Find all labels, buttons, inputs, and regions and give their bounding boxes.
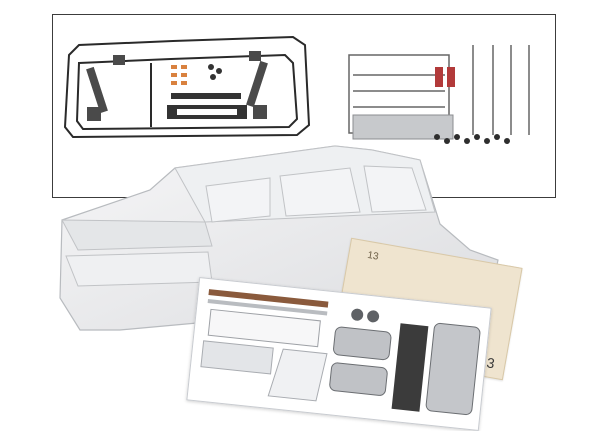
- gauge-decal-2: [367, 310, 380, 323]
- rear-window-decal: [425, 322, 481, 416]
- side-trim-decal: [200, 340, 274, 375]
- decal-art: [200, 289, 481, 416]
- bumper-brackets: [86, 51, 268, 121]
- mirror-decal-2: [329, 362, 388, 396]
- orange-small-parts: [171, 65, 187, 85]
- woodgrain-stripe: [208, 289, 329, 308]
- dark-strip-decal: [391, 323, 429, 412]
- gauge-decal-1: [351, 308, 364, 321]
- black-grille-parts: [167, 64, 247, 119]
- parts-illustration: [63, 35, 530, 144]
- window-decal: [207, 308, 321, 348]
- mirror-decal-1: [333, 326, 392, 361]
- body-frame-parts: [63, 35, 311, 139]
- small-black-pegs: [434, 134, 510, 144]
- silver-stripe: [207, 299, 328, 316]
- pillar-decal: [267, 348, 328, 402]
- red-taillights: [435, 67, 455, 87]
- card-code: 13: [366, 249, 380, 263]
- decal-sheet: [186, 276, 492, 431]
- card-page-mark: 3: [485, 354, 496, 372]
